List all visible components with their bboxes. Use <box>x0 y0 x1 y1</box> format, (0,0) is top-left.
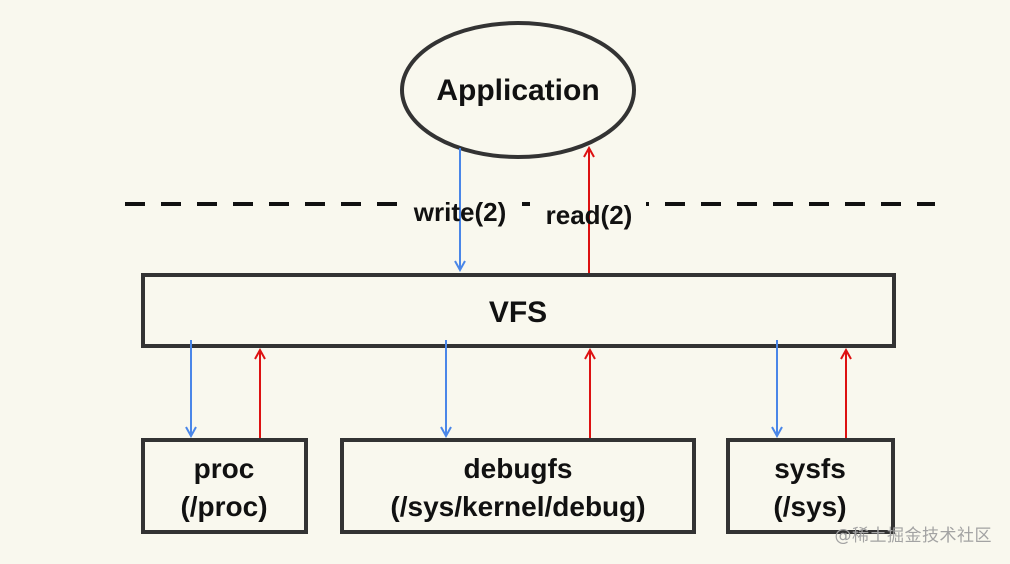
sysfs-box <box>726 438 895 534</box>
vfs-label: VFS <box>489 296 547 329</box>
sysfs-path: (/sys) <box>773 491 846 522</box>
write-syscall-label: write(2) <box>413 197 506 227</box>
proc-path: (/proc) <box>180 491 267 522</box>
vfs-box <box>141 273 896 348</box>
application-node: Application <box>400 21 636 159</box>
read-syscall-label: read(2) <box>546 200 633 230</box>
sysfs-node: sysfs (/sys) <box>726 438 895 534</box>
proc-node: proc (/proc) <box>141 438 308 534</box>
watermark-text: @稀土掘金技术社区 <box>834 526 992 546</box>
application-ellipse <box>400 21 636 159</box>
proc-box <box>141 438 308 534</box>
vfs-node: VFS <box>141 273 896 348</box>
sysfs-name: sysfs <box>774 453 846 484</box>
debugfs-name: debugfs <box>464 453 573 484</box>
application-label: Application <box>436 74 599 107</box>
proc-name: proc <box>194 453 255 484</box>
debugfs-path: (/sys/kernel/debug) <box>390 491 645 522</box>
debugfs-box <box>340 438 696 534</box>
debugfs-node: debugfs (/sys/kernel/debug) <box>340 438 696 534</box>
